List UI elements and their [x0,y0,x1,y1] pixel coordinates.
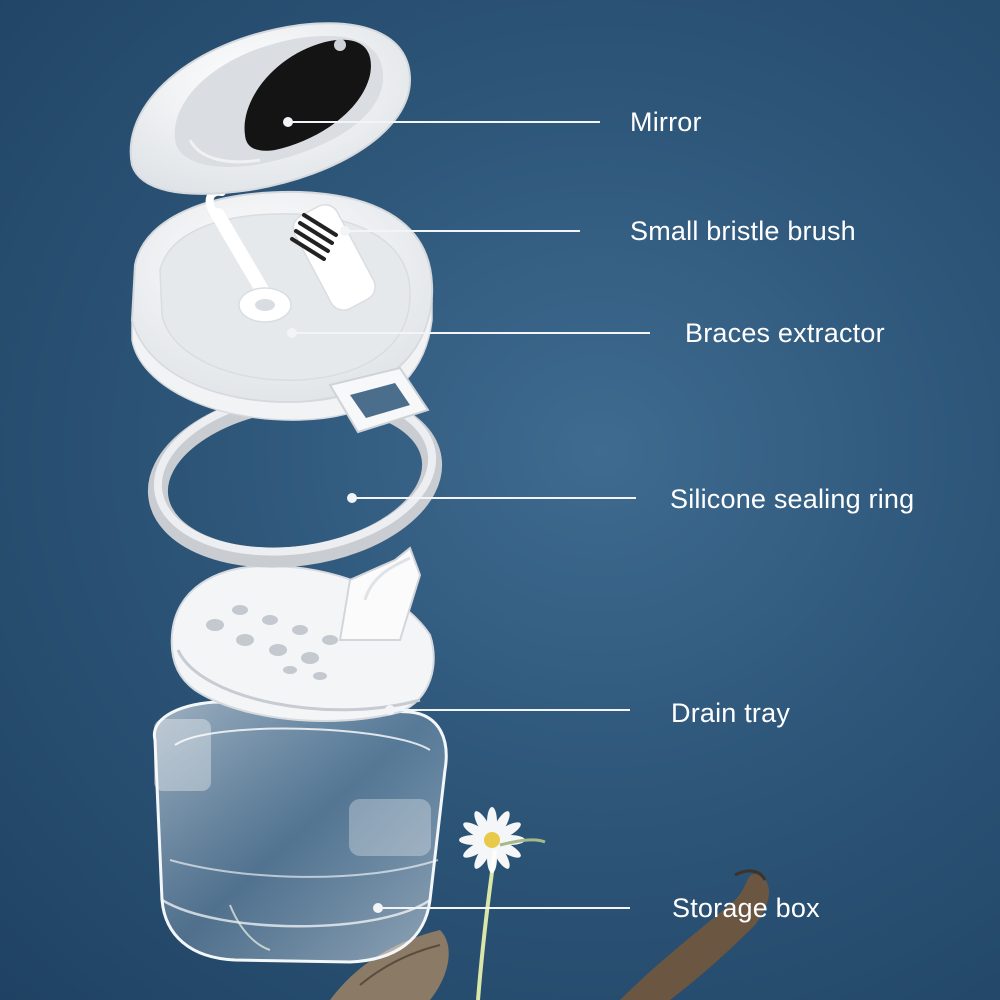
label-mirror: Mirror [630,107,702,137]
flower-icon [459,807,546,1000]
label-silicone-sealing-ring: Silicone sealing ring [670,484,915,514]
case-base-part [130,187,434,434]
driftwood-icon [330,869,770,1000]
leader-dot-extractor [287,328,297,338]
mirror-lid-part [129,22,412,195]
label-drain-tray: Drain tray [671,698,791,728]
label-braces-extractor: Braces extractor [685,318,885,348]
label-storage-box: Storage box [672,893,820,923]
storage-box-part [152,700,448,964]
leader-lines [283,117,650,913]
drain-tray-part [170,546,435,722]
leader-dot-ring [347,493,357,503]
leader-dot-mirror [283,117,293,127]
leader-dot-box [373,903,383,913]
leader-dot-brush [340,226,350,236]
label-small-bristle-brush: Small bristle brush [630,216,856,246]
leader-dot-tray [385,705,395,715]
